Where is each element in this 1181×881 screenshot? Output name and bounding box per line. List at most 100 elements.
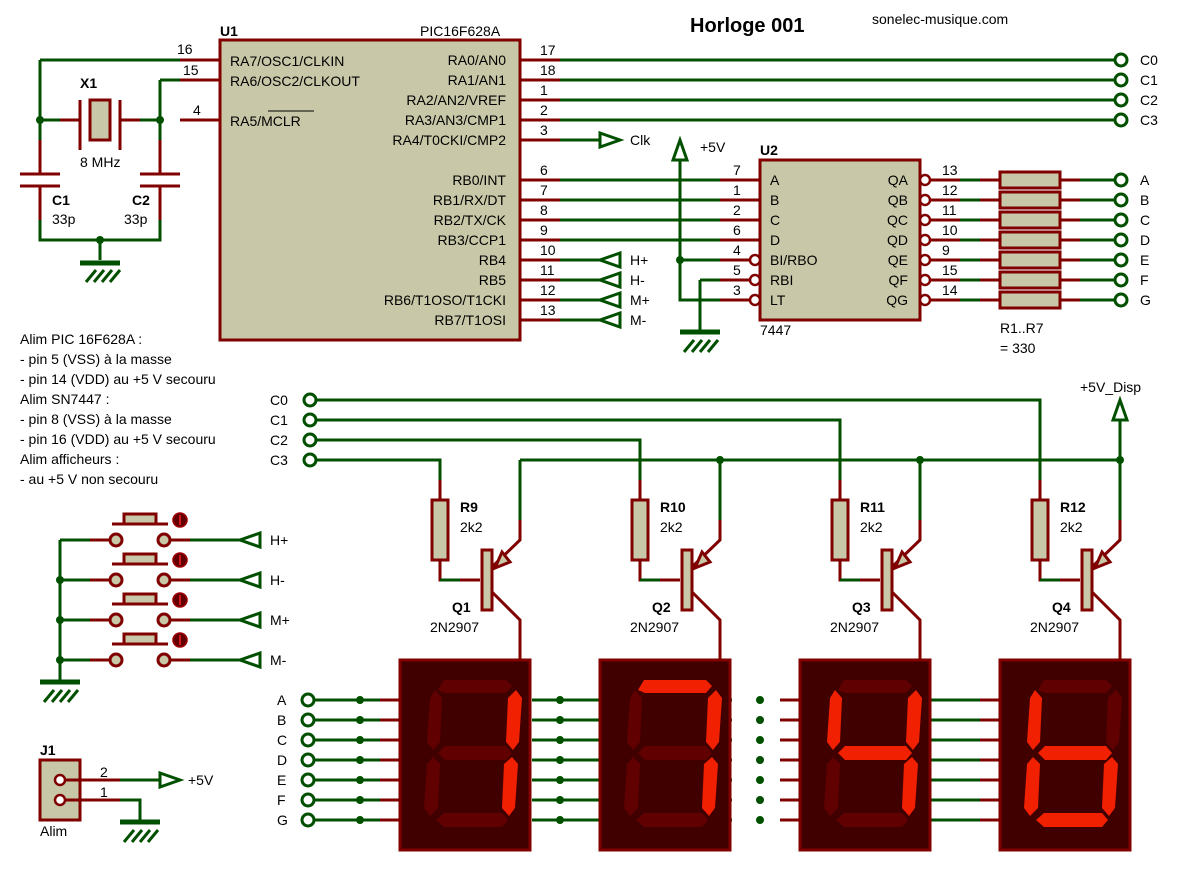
u2-pin-label: LT	[770, 292, 786, 308]
segment-e	[1024, 757, 1040, 816]
note-line: - pin 5 (VSS) à la masse	[20, 351, 172, 367]
u2-ref: U2	[760, 142, 778, 158]
segment-e	[824, 757, 840, 816]
u1-pin-num: 10	[540, 242, 556, 258]
resistor-body	[630, 498, 650, 562]
c2-ref: C2	[132, 192, 150, 208]
segment-a	[1038, 680, 1112, 693]
power-arrow-icon	[1110, 395, 1130, 422]
u2-pin-label: C	[770, 212, 780, 228]
u1-pin-label: RA4/T0CKI/CMP2	[392, 132, 506, 148]
resistor-body	[998, 250, 1062, 270]
segment-b	[706, 690, 722, 750]
switch-contact	[156, 532, 172, 548]
net-label-arrow-icon	[595, 270, 622, 290]
u1-pin-num: 17	[540, 42, 556, 58]
transistor-part: 2N2907	[1030, 619, 1079, 635]
u2-pin-label: RBI	[770, 272, 793, 288]
terminal-icon	[1113, 232, 1129, 248]
note-line: - pin 8 (VSS) à la masse	[20, 411, 172, 427]
resistor-body	[998, 170, 1062, 190]
resistor-body	[998, 230, 1062, 250]
segment-f	[627, 690, 642, 750]
u1-pin-num: 6	[540, 162, 548, 178]
emitter-arrow-icon	[692, 549, 713, 571]
u1-pin-label: RA3/AN3/CMP1	[405, 112, 506, 128]
clk-label: Clk	[630, 132, 651, 148]
emitter-arrow-icon	[1092, 549, 1113, 571]
segment-g	[838, 746, 912, 760]
net-label-arrow-icon	[595, 250, 622, 270]
u2-pin-num: 1	[733, 182, 741, 198]
button-net-label: M+	[270, 612, 290, 628]
u2-pin-num: 4	[733, 242, 741, 258]
u1-pin-num: 9	[540, 222, 548, 238]
segment-b	[906, 690, 922, 750]
vcc-net: +5V	[670, 135, 726, 353]
column-net-label: C1	[1140, 72, 1158, 88]
u2-pin-label: QA	[888, 172, 909, 188]
net-label-arrow-icon	[235, 570, 262, 590]
u1-pin-num: 16	[177, 41, 193, 57]
resistor-ref: R11	[860, 499, 885, 515]
segment-f	[427, 690, 442, 750]
terminal-icon	[300, 692, 316, 708]
segment-net-label: F	[1140, 272, 1149, 288]
ground-icon	[120, 819, 160, 843]
segment-net-label: A	[277, 692, 287, 708]
rarray-value: = 330	[1000, 340, 1036, 356]
transistor-base	[680, 548, 694, 612]
resistor-body	[998, 290, 1062, 310]
u2-pin-num: 7	[733, 162, 741, 178]
j1-ref: J1	[40, 742, 56, 758]
emitter-arrow-icon	[492, 549, 513, 571]
segment-net-label: B	[1140, 192, 1149, 208]
terminal-icon	[1113, 272, 1129, 288]
u2-pin-label: QC	[887, 212, 908, 228]
u1-pin-label: RB6/T1OSO/T1CKI	[384, 292, 506, 308]
transistor-base	[480, 548, 494, 612]
resistor-value: 2k2	[660, 519, 683, 535]
seven-segment-display	[598, 658, 732, 852]
segment-d	[836, 813, 908, 827]
resistor-body	[998, 190, 1062, 210]
terminal-icon	[1113, 252, 1129, 268]
terminal-icon	[302, 452, 318, 468]
u1-pin-num: 13	[540, 302, 556, 318]
transistor-part: 2N2907	[830, 619, 879, 635]
transistor-ref: Q2	[652, 599, 671, 615]
u1-pin-label: RA7/OSC1/CLKIN	[230, 53, 344, 69]
segment-net-label: E	[1140, 252, 1149, 268]
segment-f	[1027, 690, 1042, 750]
net-label-arrow-icon	[595, 290, 622, 310]
net-label-arrow-icon	[235, 650, 262, 670]
net-label-arrow-icon	[235, 610, 262, 630]
j1-label: Alim	[40, 823, 67, 839]
c1-ref: C1	[52, 192, 70, 208]
u2-pin-label: A	[770, 172, 780, 188]
net-label-arrow-icon	[235, 530, 262, 550]
segment-net-label: C	[1140, 212, 1150, 228]
u2-pin-num: 15	[942, 262, 958, 278]
j1-net-label: +5V	[188, 772, 214, 788]
terminal-icon	[1113, 52, 1129, 68]
u1-pin-label: RB0/INT	[452, 172, 506, 188]
transistor-base	[880, 548, 894, 612]
segment-d	[1036, 813, 1108, 827]
power-arrow-icon	[158, 770, 185, 790]
vcc-label: +5V	[700, 139, 726, 155]
switch-contact	[108, 532, 124, 548]
segment-c	[702, 757, 718, 816]
seven-segment-displays	[398, 658, 1132, 852]
digit-drivers: R92k2Q12N2907R102k2Q22N2907R112k2Q32N290…	[430, 460, 1122, 660]
terminal-icon	[302, 392, 318, 408]
terminal-icon	[1113, 292, 1129, 308]
u2-part: 7447	[760, 322, 791, 338]
ground-icon	[80, 260, 122, 283]
u1-pin-label: RB3/CCP1	[438, 232, 507, 248]
u2-pin-num: 6	[733, 222, 741, 238]
crystal-body	[88, 98, 112, 142]
resistor-ref: R12	[1060, 499, 1086, 515]
